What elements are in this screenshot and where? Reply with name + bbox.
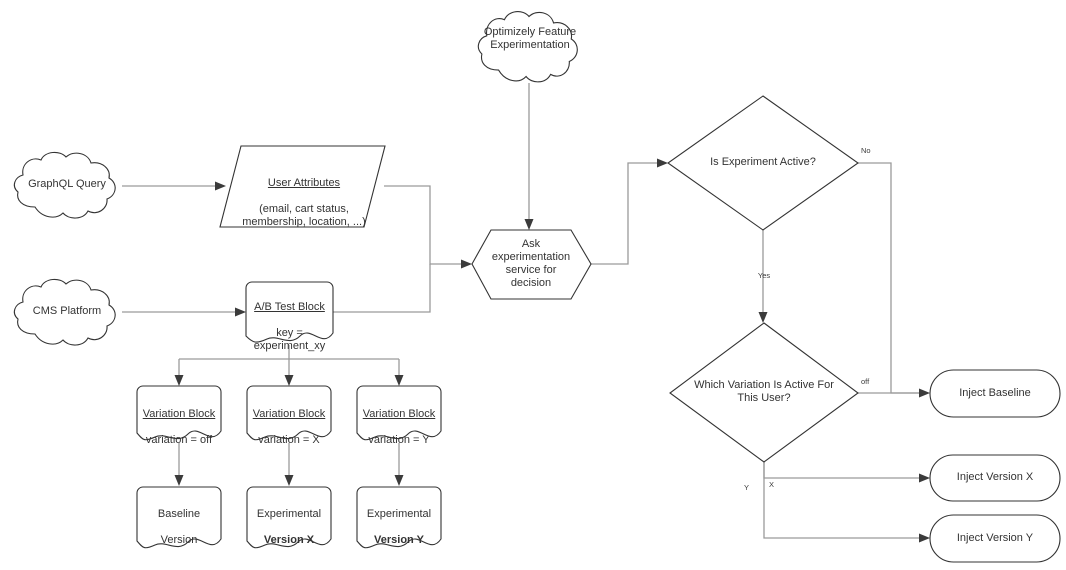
shape-user-attributes[interactable] [219,145,386,228]
edge-x-to-inject-version-x [763,462,922,479]
cloud-cms-platform[interactable] [13,278,116,346]
edge-ask-to-is-active [591,162,660,265]
shape-which-variation-active[interactable] [669,322,859,463]
shape-experimental-version-y[interactable] [356,486,442,549]
shape-ab-test-block[interactable] [245,281,334,343]
shape-ask-experimentation-service[interactable] [471,229,592,300]
edge-user-attributes-to-ask [384,185,464,265]
shape-variation-block-off[interactable] [136,385,222,441]
shape-inject-version-x[interactable] [929,454,1061,502]
cloud-graphql-query[interactable] [13,151,116,219]
shape-inject-version-y[interactable] [929,514,1061,563]
edges: right/down to Inject Baseline bus --> do… [122,83,930,543]
shape-variation-block-y[interactable] [356,385,442,441]
shape-baseline-version[interactable] [136,486,222,549]
shape-is-experiment-active[interactable] [667,95,859,231]
shape-variation-block-x[interactable] [246,385,332,441]
shape-experimental-version-x[interactable] [246,486,332,549]
cloud-optimizely-feature-experimentation[interactable] [477,10,578,83]
edge-no-to-inject-baseline [858,162,922,394]
shape-inject-baseline[interactable] [929,369,1061,418]
edge-ab-block-to-ask [333,264,431,313]
edge-y-to-inject-version-y [763,462,922,539]
